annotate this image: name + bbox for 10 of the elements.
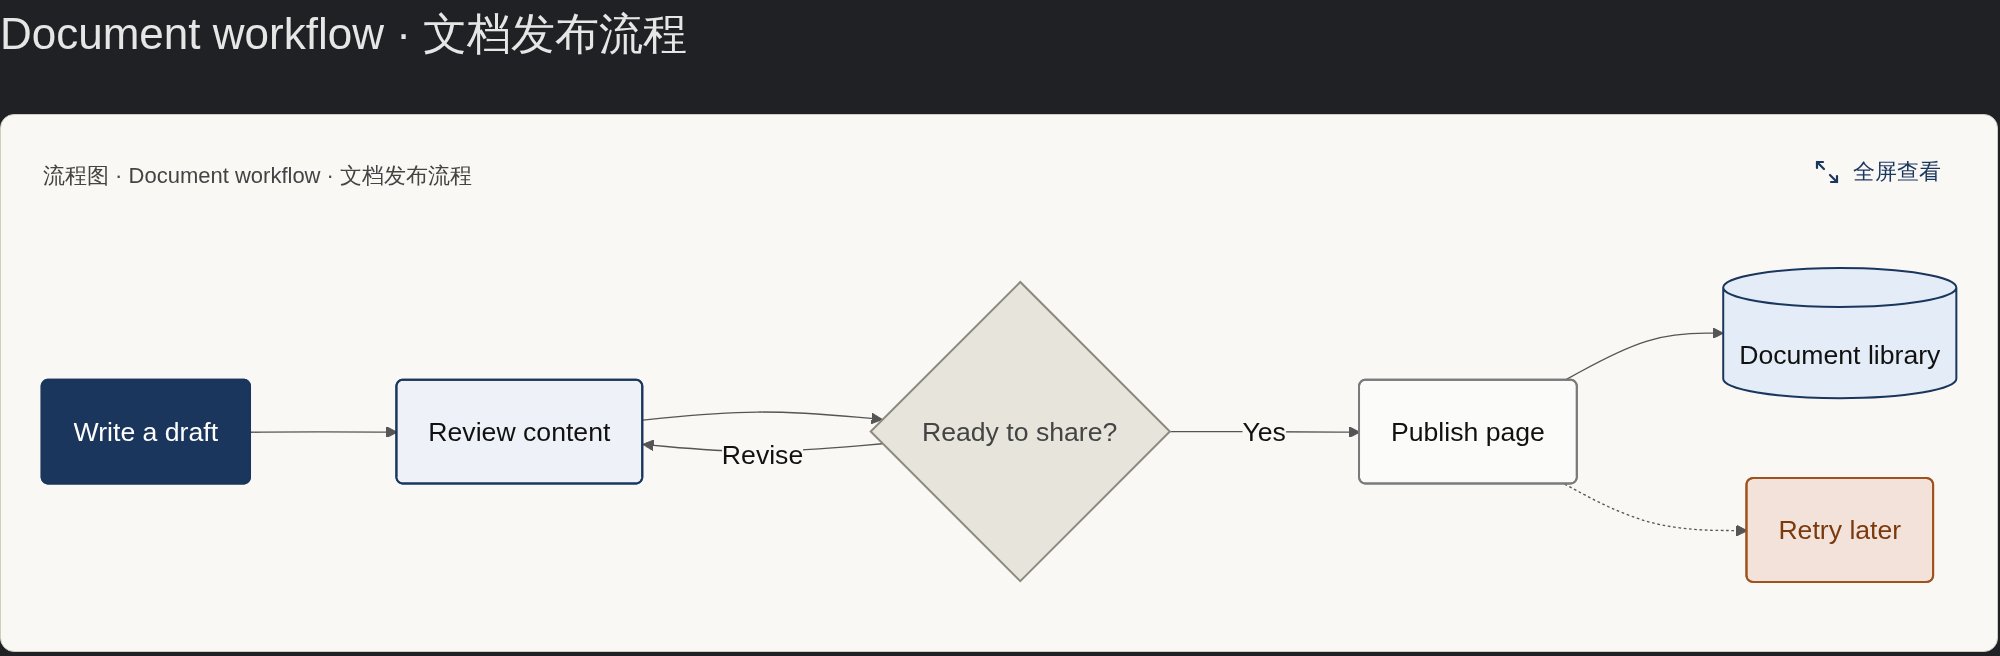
process-box: Review content: [395, 378, 644, 485]
process-box: Retry later: [1745, 477, 1935, 583]
fullscreen-button: 全屏查看: [1815, 157, 1941, 187]
process-box: Write a draft: [40, 378, 251, 485]
card-heading: 流程图 · Document workflow · 文档发布流程: [43, 162, 473, 190]
decision-diamond: Ready to share?: [869, 280, 1172, 583]
arrow: [642, 411, 883, 425]
database-cylinder: Document library: [1722, 267, 1958, 400]
page-title: Document workflow · 文档发布流程: [0, 8, 687, 60]
process-box: Publish page: [1358, 378, 1578, 485]
